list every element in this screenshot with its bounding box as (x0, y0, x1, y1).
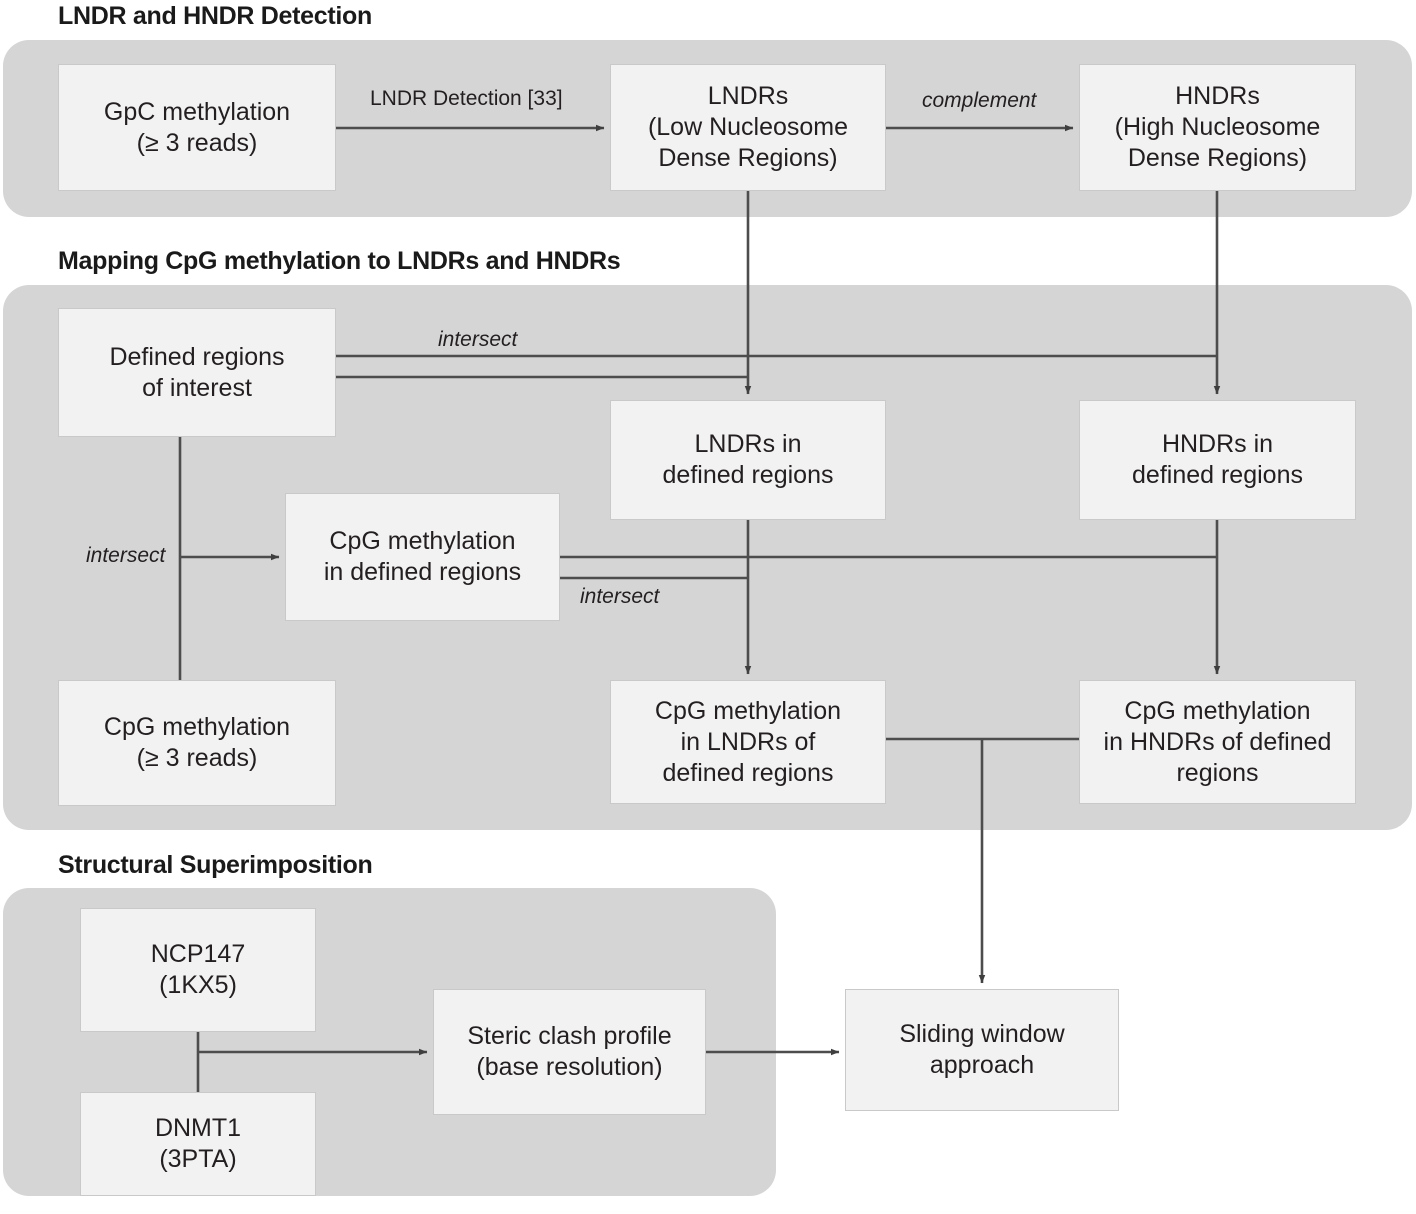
node-steric-clash-profile: Steric clash profile(base resolution) (433, 989, 706, 1115)
node-gpc-methylation: GpC methylation(≥ 3 reads) (58, 64, 336, 191)
node-steric-clash-label: Steric clash profile(base resolution) (467, 1022, 672, 1081)
node-dnmt1: DNMT1(3PTA) (80, 1092, 316, 1196)
edge-label-intersect-left: intersect (86, 544, 166, 567)
section-title-lndr-hndr-detection: LNDR and HNDR Detection (58, 2, 372, 30)
section-title-structural-superimposition: Structural Superimposition (58, 851, 373, 879)
node-cpg-methylation-label: CpG methylation(≥ 3 reads) (103, 713, 291, 772)
node-cpg-methylation-3-reads: CpG methylation(≥ 3 reads) (58, 680, 336, 806)
node-dnmt1-label: DNMT1(3PTA) (154, 1114, 242, 1173)
edge-label-intersect-mid: intersect (580, 585, 660, 608)
node-ncp147: NCP147(1KX5) (80, 908, 316, 1032)
edge-label-lndr-detection: LNDR Detection [33] (370, 87, 563, 110)
node-ncp147-label: NCP147(1KX5) (150, 940, 246, 999)
edge-label-complement: complement (922, 89, 1037, 112)
edge-label-intersect-top: intersect (438, 328, 518, 351)
node-gpc-methylation-label: GpC methylation(≥ 3 reads) (103, 97, 291, 157)
section-title-mapping-cpg: Mapping CpG methylation to LNDRs and HND… (58, 247, 621, 275)
